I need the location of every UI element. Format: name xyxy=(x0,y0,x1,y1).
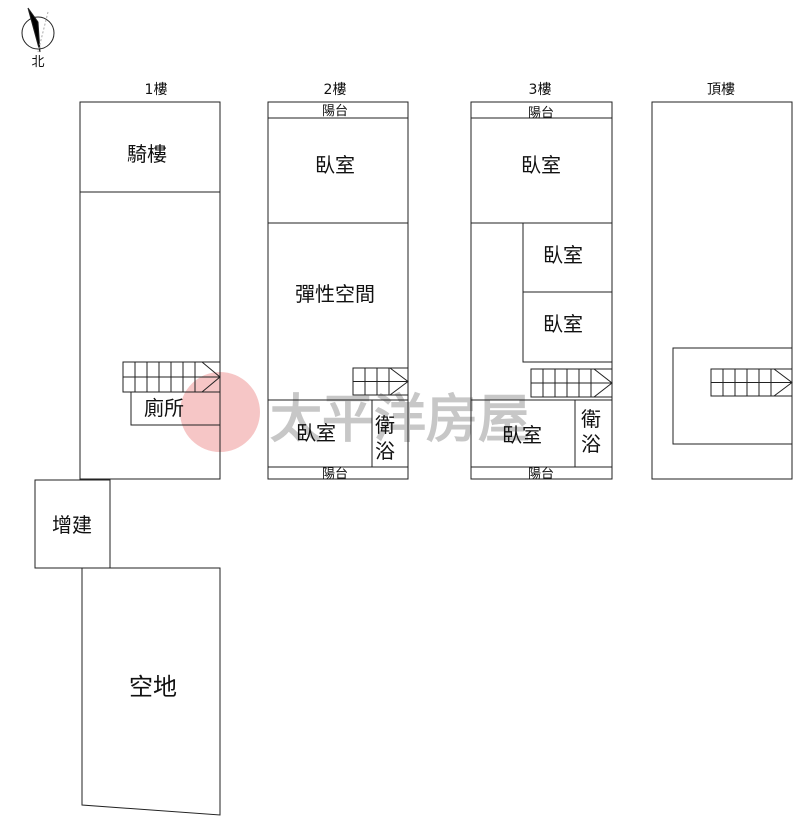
bedroom-label: 臥室 xyxy=(521,153,561,177)
extension-label: 增建 xyxy=(52,513,92,537)
watermark-logo: 太平洋房屋 xyxy=(180,372,530,452)
room-toilet: 廁所 xyxy=(144,396,184,420)
stair-line xyxy=(201,361,221,393)
floor-3: 3樓 陽台 臥室 臥室 臥室 臥室 衛 浴 陽台 xyxy=(470,82,613,482)
balcony-label: 陽台 xyxy=(322,467,348,482)
balcony-label: 陽台 xyxy=(528,467,554,482)
compass-icon: 北 xyxy=(21,7,55,70)
stairs-icon xyxy=(710,368,793,397)
open-land: 空地 xyxy=(81,567,221,816)
open-land-label: 空地 xyxy=(129,673,177,701)
floor-1-title: 1樓 xyxy=(145,82,168,98)
balcony-label: 陽台 xyxy=(528,106,554,121)
bedroom-label: 臥室 xyxy=(543,312,583,336)
stair-line xyxy=(773,368,793,397)
bath-label: 浴 xyxy=(581,432,601,456)
bath-label: 衛 xyxy=(581,407,601,431)
stairs-icon xyxy=(530,368,613,398)
stairs-icon xyxy=(122,361,221,393)
floor-2: 2樓 陽台 臥室 彈性空間 臥室 衛 浴 陽台 xyxy=(267,82,409,482)
bedroom-label: 臥室 xyxy=(315,153,355,177)
stair-line xyxy=(593,368,613,398)
flex-space-label: 彈性空間 xyxy=(295,282,375,306)
room-arcade: 騎樓 xyxy=(127,142,167,166)
stairs-icon xyxy=(352,367,409,396)
extension: 增建 xyxy=(34,479,123,569)
floor-roof: 頂樓 xyxy=(651,82,793,480)
bedroom-label: 臥室 xyxy=(543,243,583,267)
roof-title: 頂樓 xyxy=(707,82,735,98)
floor-1: 1樓 騎樓 廁所 xyxy=(79,82,221,480)
stair-line xyxy=(389,367,409,396)
bath-label: 浴 xyxy=(375,439,395,463)
balcony-label: 陽台 xyxy=(322,104,348,119)
bedroom-label: 臥室 xyxy=(296,421,336,445)
bath-label: 衛 xyxy=(375,413,395,437)
bedroom-label: 臥室 xyxy=(502,423,542,447)
compass-label: 北 xyxy=(31,55,44,70)
floor-2-title: 2樓 xyxy=(324,82,347,98)
floor-3-title: 3樓 xyxy=(529,82,552,98)
